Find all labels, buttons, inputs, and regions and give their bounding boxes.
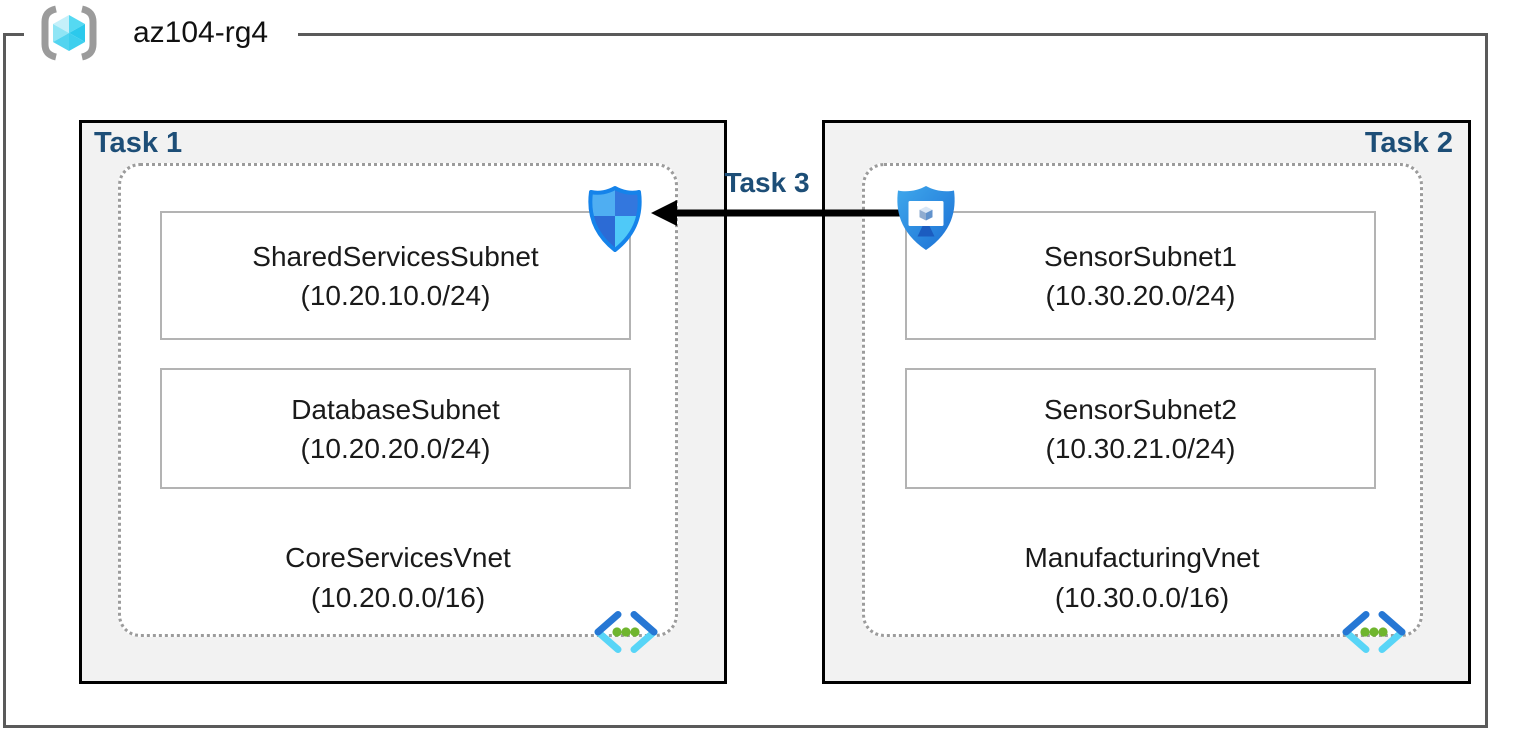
subnet-name: SensorSubnet1 bbox=[1043, 240, 1238, 272]
vnet-manufacturing-boundary: SensorSubnet1 (10.30.20.0/24) SensorSubn… bbox=[862, 163, 1423, 653]
vnet-core-services-boundary: SharedServicesSubnet (10.20.10.0/24) Dat… bbox=[118, 163, 678, 653]
application-security-group-icon bbox=[897, 186, 955, 250]
subnet-sensor1: SensorSubnet1 (10.30.20.0/24) bbox=[905, 211, 1376, 340]
subnet-shared-services: SharedServicesSubnet (10.20.10.0/24) bbox=[160, 211, 631, 340]
subnet-name: SensorSubnet2 bbox=[1043, 393, 1238, 425]
task3-arrow bbox=[651, 200, 902, 226]
vnet-cidr: (10.30.0.0/16) bbox=[1054, 582, 1230, 613]
subnet-name: DatabaseSubnet bbox=[291, 393, 500, 425]
vnet-manufacturing-label: ManufacturingVnet (10.30.0.0/16) bbox=[865, 538, 1419, 618]
subnet-name: SharedServicesSubnet bbox=[252, 240, 539, 272]
subnet-cidr: (10.30.20.0/24) bbox=[1045, 279, 1236, 311]
resource-group-icon bbox=[41, 5, 97, 61]
resource-group-name: az104-rg4 bbox=[133, 16, 269, 49]
task2-label: Task 2 bbox=[1364, 127, 1453, 159]
virtual-network-icon bbox=[594, 611, 658, 653]
subnet-cidr: (10.20.10.0/24) bbox=[300, 279, 491, 311]
subnet-cidr: (10.30.21.0/24) bbox=[1045, 432, 1236, 464]
task3-label: Task 3 bbox=[724, 167, 810, 198]
vnet-cidr: (10.20.0.0/16) bbox=[310, 582, 486, 613]
vnet-core-services-label: CoreServicesVnet (10.20.0.0/16) bbox=[121, 538, 675, 618]
virtual-network-icon bbox=[1342, 611, 1406, 653]
vnet-name: ManufacturingVnet bbox=[1024, 542, 1260, 573]
subnet-sensor2: SensorSubnet2 (10.30.21.0/24) bbox=[905, 368, 1376, 489]
subnet-cidr: (10.20.20.0/24) bbox=[300, 432, 491, 464]
subnet-database: DatabaseSubnet (10.20.20.0/24) bbox=[160, 368, 631, 489]
resource-group-boundary bbox=[3, 33, 1488, 728]
task1-label: Task 1 bbox=[94, 127, 183, 159]
vnet-name: CoreServicesVnet bbox=[285, 542, 511, 573]
network-security-group-icon bbox=[588, 186, 642, 252]
